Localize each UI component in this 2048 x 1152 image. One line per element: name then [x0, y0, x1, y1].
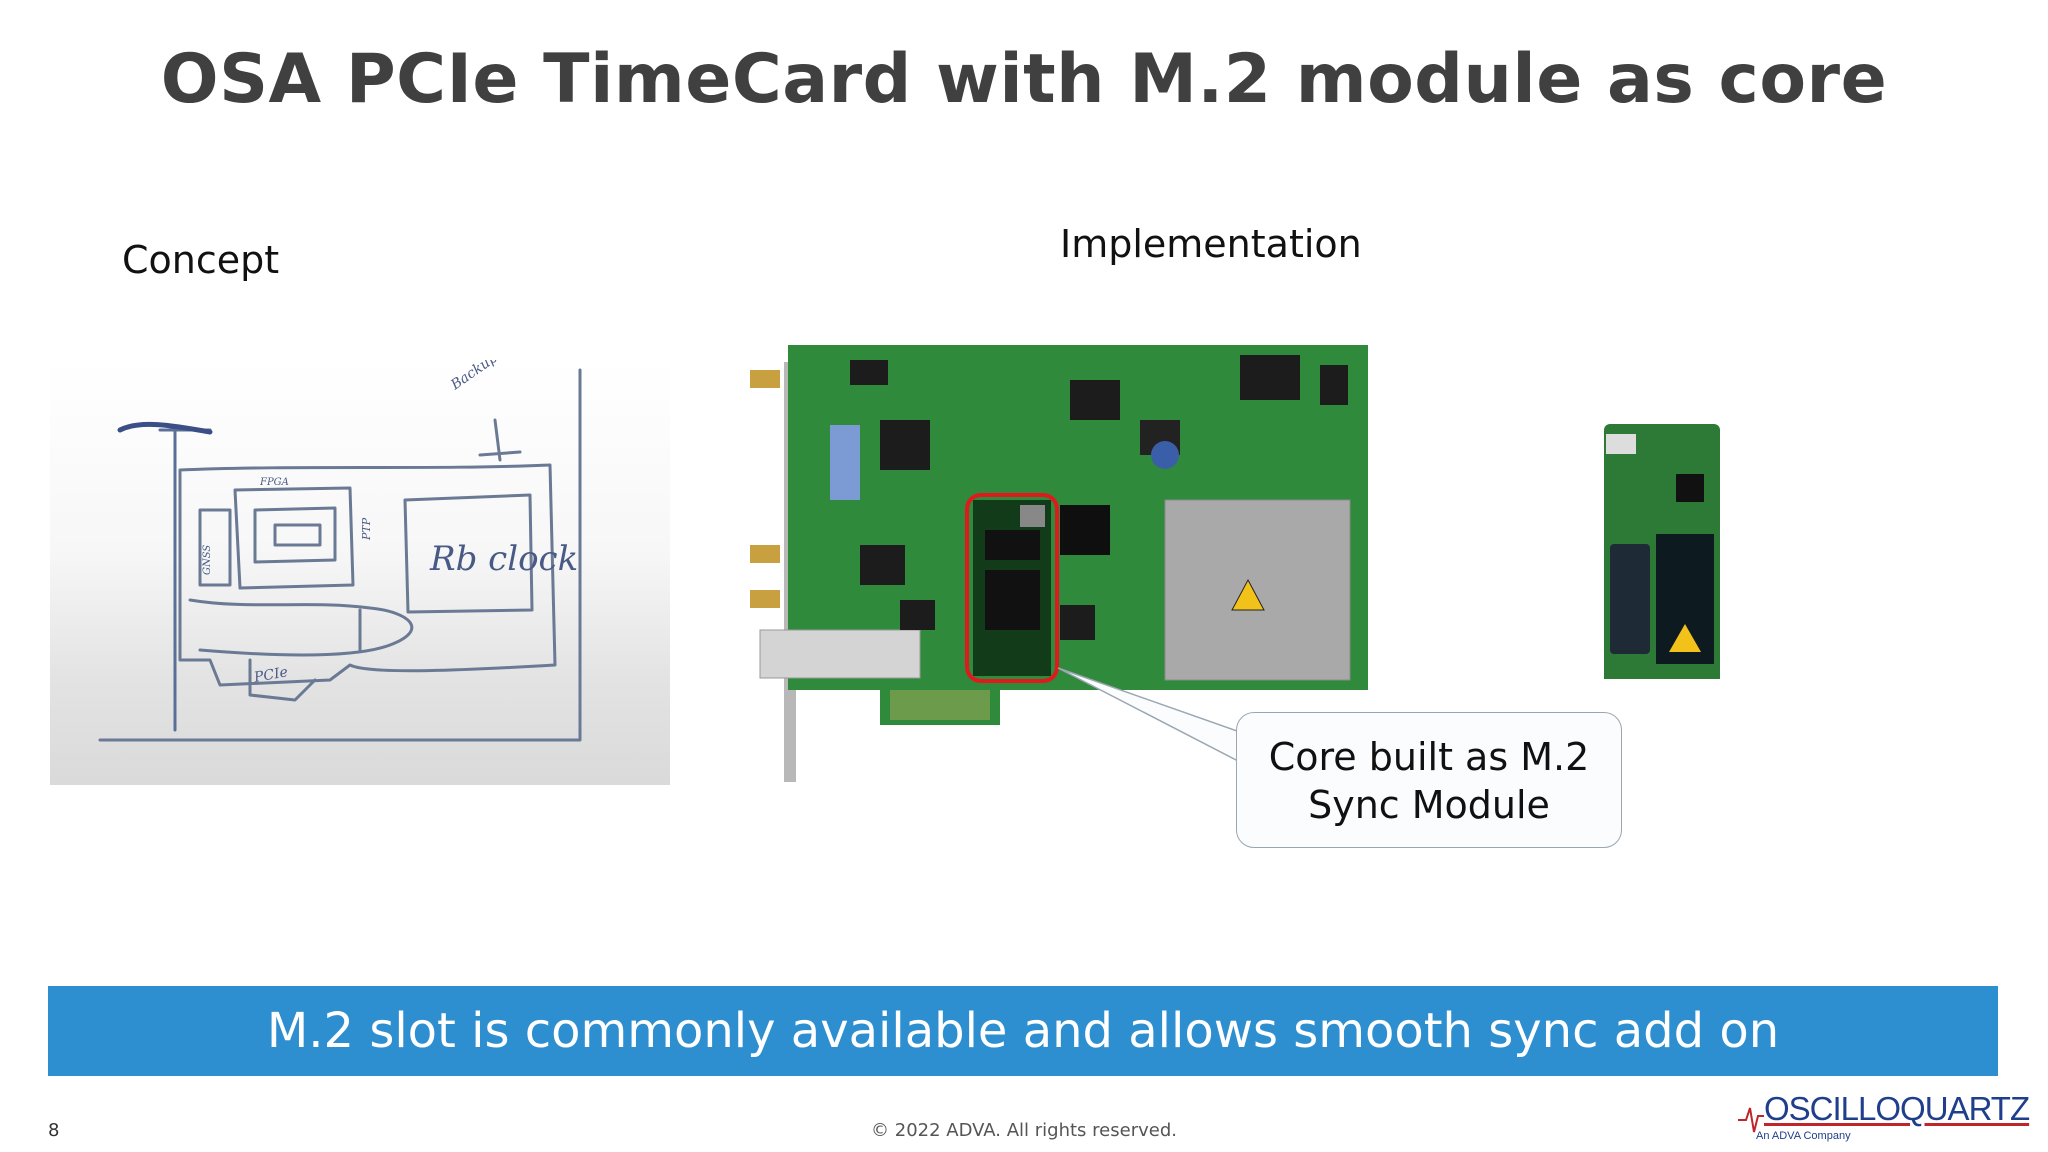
- page-number: 8: [48, 1120, 60, 1141]
- sketch-fpga-text: FPGA: [259, 477, 289, 488]
- waveform-icon: [1738, 1107, 1764, 1133]
- implementation-label: Implementation: [1060, 222, 1362, 266]
- sketch-ptp-text: PTP: [360, 517, 373, 541]
- callout-line-1: Core built as M.2: [1268, 735, 1590, 779]
- copyright-text: © 2022 ADVA. All rights reserved.: [871, 1120, 1177, 1141]
- logo-tagline: An ADVA Company: [1756, 1130, 1851, 1142]
- sketch-backup-power-text: Backup power: [447, 360, 541, 394]
- sketch-gnss-text: GNSS: [202, 545, 213, 575]
- summary-banner: M.2 slot is commonly available and allow…: [48, 986, 1998, 1076]
- slide-title: OSA PCIe TimeCard with M.2 module as cor…: [160, 40, 1888, 119]
- timecard-pcb-image: [740, 340, 1380, 790]
- m2-module-image: [1596, 424, 1728, 686]
- logo-name: OSCILLOQUARTZ: [1764, 1090, 2030, 1127]
- callout-line-2: Sync Module: [1308, 783, 1550, 827]
- sketch-rb-clock-text: Rb clock: [429, 539, 578, 579]
- sketch-pcie-text: PCIe: [252, 664, 289, 686]
- concept-label: Concept: [122, 238, 280, 282]
- oscilloquartz-logo: OSCILLOQUARTZ An ADVA Company: [1736, 1090, 2030, 1146]
- concept-sketch-image: Rb clock Backup power FPGA PCIe PTP GNSS: [50, 321, 670, 785]
- callout-box: Core built as M.2 Sync Module: [1236, 712, 1622, 848]
